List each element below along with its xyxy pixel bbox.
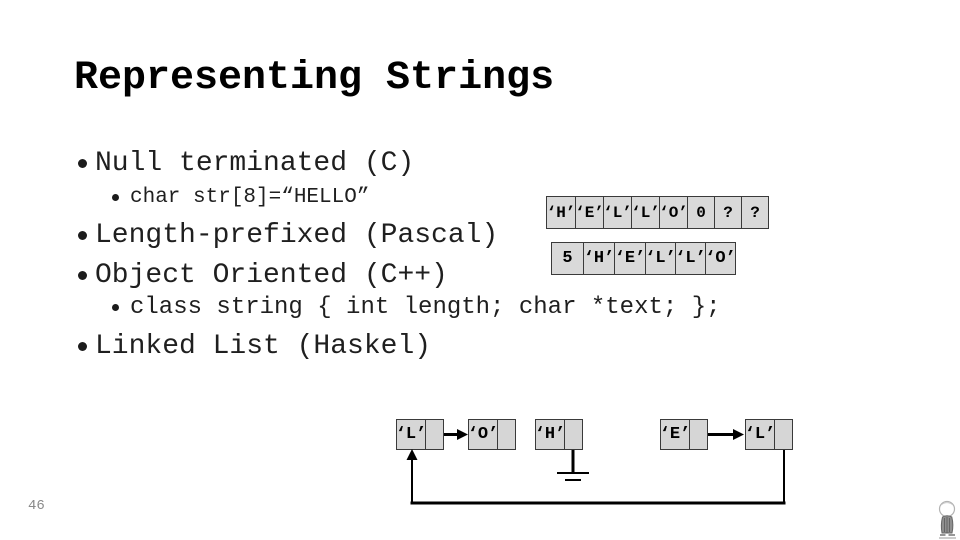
bullet-length-prefixed: Length-prefixed (Pascal) xyxy=(78,220,498,251)
bullet-text: Length-prefixed (Pascal) xyxy=(95,220,499,251)
linked-list-connectors xyxy=(406,429,786,505)
slide-title: Representing Strings xyxy=(74,56,555,101)
array-cell: ‘O’ xyxy=(705,243,736,274)
bullet-dot xyxy=(112,194,119,201)
bullet-null-terminated: Null terminated (C) xyxy=(78,148,414,179)
array-cell: ? xyxy=(741,197,768,228)
mascot-icon xyxy=(938,500,956,539)
node-pointer xyxy=(775,419,793,450)
bullet-dot xyxy=(78,231,87,240)
list-node-1: ‘L’ xyxy=(396,419,444,450)
bullet-dot xyxy=(78,342,87,351)
bullet-text: Linked List (Haskel) xyxy=(95,331,432,362)
array-cell: ‘L’ xyxy=(631,197,660,228)
node-value: ‘L’ xyxy=(396,419,426,450)
node-pointer xyxy=(498,419,516,450)
bullet-text: char str[8]=“HELLO” xyxy=(130,186,370,209)
array-cell: ‘H’ xyxy=(583,243,614,274)
bullet-char-str: char str[8]=“HELLO” xyxy=(112,186,369,209)
array-cell: ‘E’ xyxy=(575,197,604,228)
list-node-3: ‘H’ xyxy=(535,419,583,450)
array-cell: ‘H’ xyxy=(546,203,576,222)
array-cell: 5 xyxy=(562,249,573,268)
array-cell: ? xyxy=(714,197,741,228)
list-node-4: ‘E’ xyxy=(660,419,708,450)
array-cell: ‘L’ xyxy=(675,243,706,274)
node-pointer xyxy=(426,419,444,450)
node-value: ‘H’ xyxy=(535,419,565,450)
page-number: 46 xyxy=(28,498,45,514)
bullet-text: Object Oriented (C++) xyxy=(95,260,448,291)
list-node-2: ‘O’ xyxy=(468,419,516,450)
bullet-dot xyxy=(112,304,119,311)
null-terminated-array: ‘H’ ‘E’ ‘L’ ‘L’ ‘O’ 0 ? ? xyxy=(546,196,769,229)
length-prefixed-array: 5 ‘H’ ‘E’ ‘L’ ‘L’ ‘O’ xyxy=(551,242,736,275)
bullet-text: Null terminated (C) xyxy=(95,148,415,179)
bullet-object-oriented: Object Oriented (C++) xyxy=(78,260,448,291)
bullet-dot xyxy=(78,271,87,280)
ground-icon xyxy=(557,450,589,481)
bullet-linked-list: Linked List (Haskel) xyxy=(78,331,431,362)
node-value: ‘L’ xyxy=(745,419,775,450)
bullet-dot xyxy=(78,159,87,168)
array-cell: ‘L’ xyxy=(645,243,676,274)
array-cell: ‘L’ xyxy=(603,197,632,228)
bullet-text: class string { int length; char *text; }… xyxy=(130,294,721,321)
node-pointer xyxy=(565,419,583,450)
array-cell: ‘E’ xyxy=(614,243,645,274)
array-cell: ‘O’ xyxy=(659,197,688,228)
node-value: ‘E’ xyxy=(660,419,690,450)
node-value: ‘O’ xyxy=(468,419,498,450)
array-cell: 0 xyxy=(687,197,714,228)
node-pointer xyxy=(690,419,708,450)
bullet-class-string: class string { int length; char *text; }… xyxy=(112,294,721,321)
list-node-5: ‘L’ xyxy=(745,419,793,450)
